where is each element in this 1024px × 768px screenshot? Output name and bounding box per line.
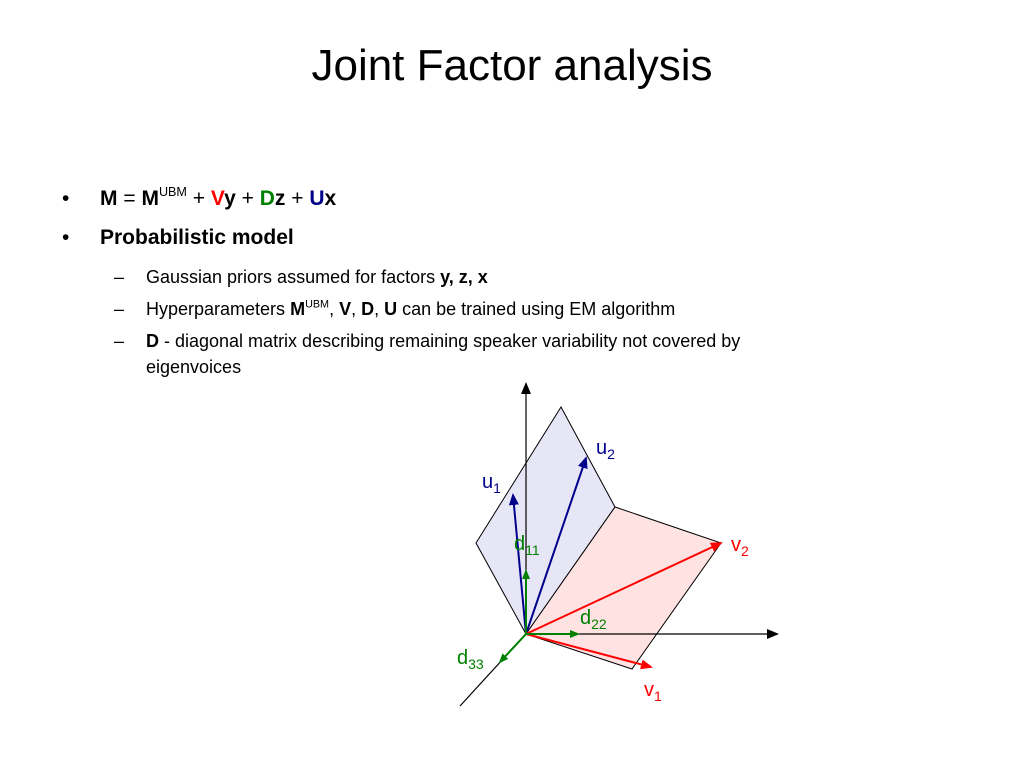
u2-label: u2 [596, 437, 615, 462]
d22-label: d22 [580, 607, 607, 632]
v1-label: v1 [644, 679, 662, 704]
eq-m-ubm: M [141, 187, 159, 210]
v2-vector [525, 542, 723, 635]
sub-bullet-text: Gaussian priors assumed for factors [146, 267, 441, 287]
eq-u: U [309, 187, 325, 210]
bullet-list: • M = MUBM + Vy + Dz + Ux • Probabilisti… [62, 186, 962, 386]
hp-pre: Hyperparameters [146, 299, 291, 319]
d11-label: d11 [514, 533, 540, 558]
u2-vector [525, 456, 588, 635]
hp-comma-3: , [374, 299, 385, 319]
bullet-mark: • [62, 187, 70, 210]
d33-vector [498, 633, 527, 664]
eq-y: y [224, 187, 236, 210]
dash-mark: – [114, 267, 125, 287]
u1-label: u1 [482, 471, 501, 496]
v1-vector [525, 633, 653, 670]
hp-comma-2: , [351, 299, 362, 319]
eq-plus-2: + [235, 187, 260, 210]
sub-bullet-factors: y, z, x [440, 267, 488, 287]
u1-vector [508, 493, 527, 635]
hp-comma-1: , [329, 299, 340, 319]
bullet-text: Probabilistic model [100, 226, 294, 249]
d33-label: d33 [457, 647, 484, 672]
v2-label: v2 [731, 534, 749, 559]
sub-bullet-priors: – Gaussian priors assumed for factors y,… [62, 264, 766, 290]
diag-text: - diagonal matrix describing remaining s… [146, 331, 741, 377]
bullet-mark: • [62, 226, 70, 249]
hp-ubm-sup: UBM [305, 298, 330, 311]
eq-x: x [324, 187, 337, 210]
hp-d: D [361, 299, 375, 319]
hp-u: U [384, 299, 398, 319]
eq-ubm-sup: UBM [158, 185, 187, 200]
hp-m: M [290, 299, 306, 319]
eq-plus-3: + [285, 187, 310, 210]
hp-v: V [339, 299, 352, 319]
eq-z: z [274, 187, 286, 210]
sub-bullet-hyperparameters: – Hyperparameters MUBM, V, D, U can be t… [62, 296, 906, 322]
eq-equals: = [117, 187, 142, 210]
eq-plus-1: + [186, 187, 211, 210]
dash-mark: – [114, 331, 125, 351]
diag-d: D [146, 331, 159, 351]
eq-d: D [259, 187, 275, 210]
hp-post: can be trained using EM algorithm [397, 299, 676, 319]
dash-mark: – [114, 299, 125, 319]
page-title: Joint Factor analysis [311, 41, 713, 90]
sub-bullet-diagonal-matrix: – D - diagonal matrix describing remaini… [62, 328, 786, 380]
bullet-probabilistic-model: • Probabilistic model [62, 225, 962, 251]
eq-m: M [100, 187, 118, 210]
bullet-equation: • M = MUBM + Vy + Dz + Ux [62, 186, 962, 212]
eq-v: V [210, 187, 225, 210]
